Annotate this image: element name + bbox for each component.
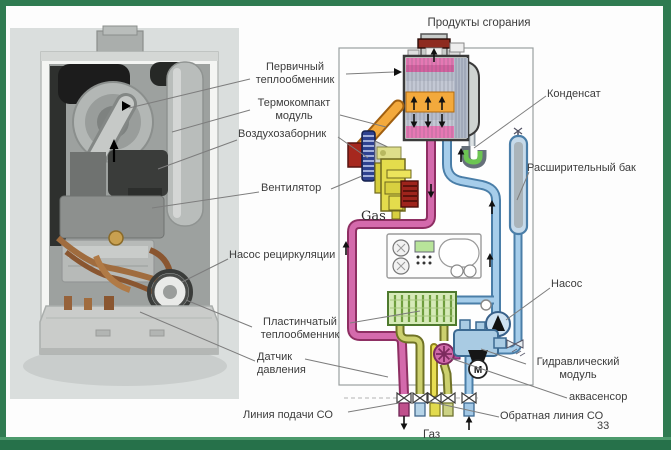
label-flue-products: Продукты сгорания	[427, 17, 531, 29]
label-figure-number: 33	[597, 420, 610, 432]
gas-connector	[429, 402, 441, 417]
relief-valve-icon	[506, 339, 517, 349]
label-pump: Насос	[551, 278, 583, 290]
service-valves	[396, 391, 477, 417]
supply-connector	[398, 402, 410, 417]
expansion-tank	[508, 127, 529, 236]
label-gas-valve: Gas	[361, 209, 386, 224]
label-supply-line: Линия подачи СО	[243, 409, 333, 421]
label-primary-hx: Первичный теплообменник	[255, 61, 335, 86]
label-hydraulic-module: Гидравлический модуль	[536, 356, 620, 381]
dhw-pipes	[395, 325, 453, 395]
photo-annotation-arrow	[109, 101, 131, 162]
label-condensate: Конденсат	[547, 88, 601, 100]
hydraulic-module: M	[453, 319, 526, 379]
label-fan: Вентилятор	[261, 182, 322, 194]
leader-lines	[128, 68, 568, 418]
cold-water-connector	[414, 402, 426, 417]
label-plate-hx: Пластинчатый теплообменник	[260, 316, 340, 341]
label-return-line: Обратная линия СО	[500, 410, 604, 422]
label-expansion-tank: Расширительный бак	[527, 162, 636, 174]
pointer-arrow	[394, 68, 402, 76]
control-panel	[386, 233, 482, 279]
motor-letter: M	[474, 365, 482, 376]
label-air-intake: Воздухозаборник	[238, 128, 327, 140]
label-pressure-sensor: Датчик давления	[257, 351, 306, 376]
label-thermo-module: Термокомпакт модуль	[257, 97, 331, 122]
boiler-photo	[10, 25, 239, 399]
fan-and-gas-valve	[347, 130, 419, 220]
display	[414, 240, 435, 253]
hot-water-connector	[442, 402, 454, 417]
label-recirc-pump: Насос рециркуляции	[229, 249, 336, 261]
label-gas-bottom: Газ	[423, 429, 441, 441]
burner-control	[400, 180, 419, 208]
ignition-box	[347, 142, 363, 168]
motor-symbol	[468, 359, 488, 379]
label-aquasensor: аквасенсор	[569, 391, 628, 403]
boiler-schematic: M	[338, 33, 534, 417]
plate-heat-exchanger	[387, 291, 457, 326]
